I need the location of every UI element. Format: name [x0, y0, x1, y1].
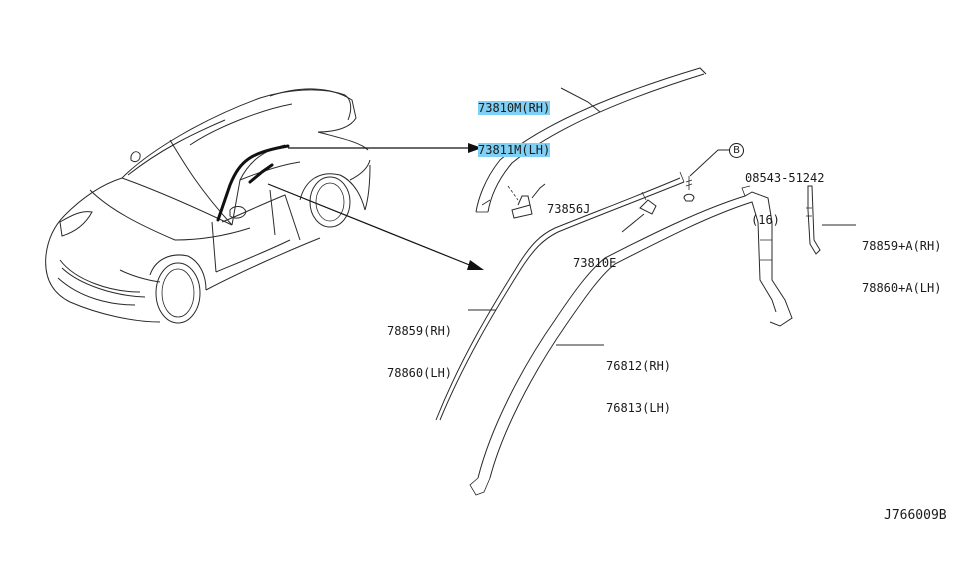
callout-clip-line-1: 73856J [547, 202, 591, 216]
callout-screw: 08543-51242 (16) [745, 143, 824, 241]
seal-a-part [806, 185, 856, 255]
callout-weatherstrip-line-2: 78860(LH) [387, 366, 453, 380]
callout-end-cap: 73810E [573, 228, 616, 284]
callout-seal-a-line-1: 78859+A(RH) [862, 239, 942, 253]
callout-door-molding-line-2: 76813(LH) [606, 401, 672, 415]
callout-weatherstrip-line-1: 78859(RH) [387, 324, 453, 338]
callout-door-molding: 76812(RH) 76813(LH) [606, 331, 671, 429]
callout-screw-line-1: 08543-51242 [745, 171, 825, 185]
callout-end-cap-line-1: 73810E [573, 256, 617, 270]
callout-screw-line-2: (16) [751, 213, 780, 227]
callout-seal-a-line-2: 78860+A(LH) [862, 281, 942, 295]
callout-roof-molding: 73810M(RH) 73811M(LH) [478, 73, 551, 171]
diagram-reference-code: J766009B [884, 508, 947, 523]
clip-part [507, 183, 546, 219]
callout-weatherstrip: 78859(RH) 78860(LH) [387, 296, 452, 394]
callout-clip: 73856J [547, 174, 590, 230]
end-cap-part [621, 191, 657, 233]
weatherstrip-part [435, 171, 685, 421]
callout-roof-molding-line-1: 73810M(RH) [478, 101, 551, 115]
screw-part [683, 149, 730, 202]
callout-seal-a: 78859+A(RH) 78860+A(LH) [862, 211, 941, 309]
callout-door-molding-line-1: 76812(RH) [606, 359, 672, 373]
car-illustration [45, 88, 371, 324]
screw-symbol-b: B [729, 143, 744, 158]
callout-roof-molding-line-2: 73811M(LH) [478, 143, 551, 157]
door-molding-part [469, 185, 793, 496]
pointer-arrows [267, 143, 484, 270]
